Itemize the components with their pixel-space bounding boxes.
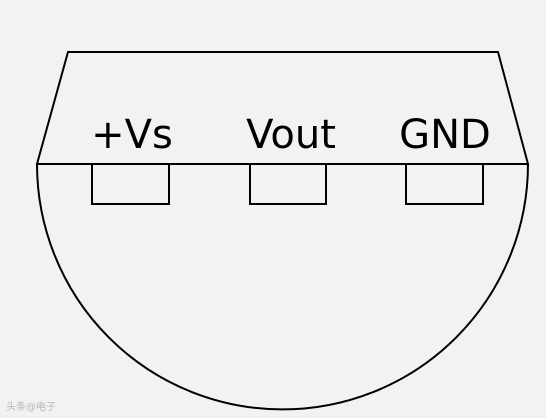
- sensor-body-dome: [36, 163, 529, 411]
- watermark: 头条@电子: [6, 402, 56, 413]
- pin-label-vs: +Vs: [91, 112, 173, 158]
- pin-pad-gnd: [405, 163, 484, 205]
- pin-pad-vout: [249, 163, 327, 205]
- pin-label-gnd: GND: [399, 112, 491, 158]
- pin-pad-vs: [91, 163, 170, 205]
- pin-label-vout: Vout: [246, 112, 336, 158]
